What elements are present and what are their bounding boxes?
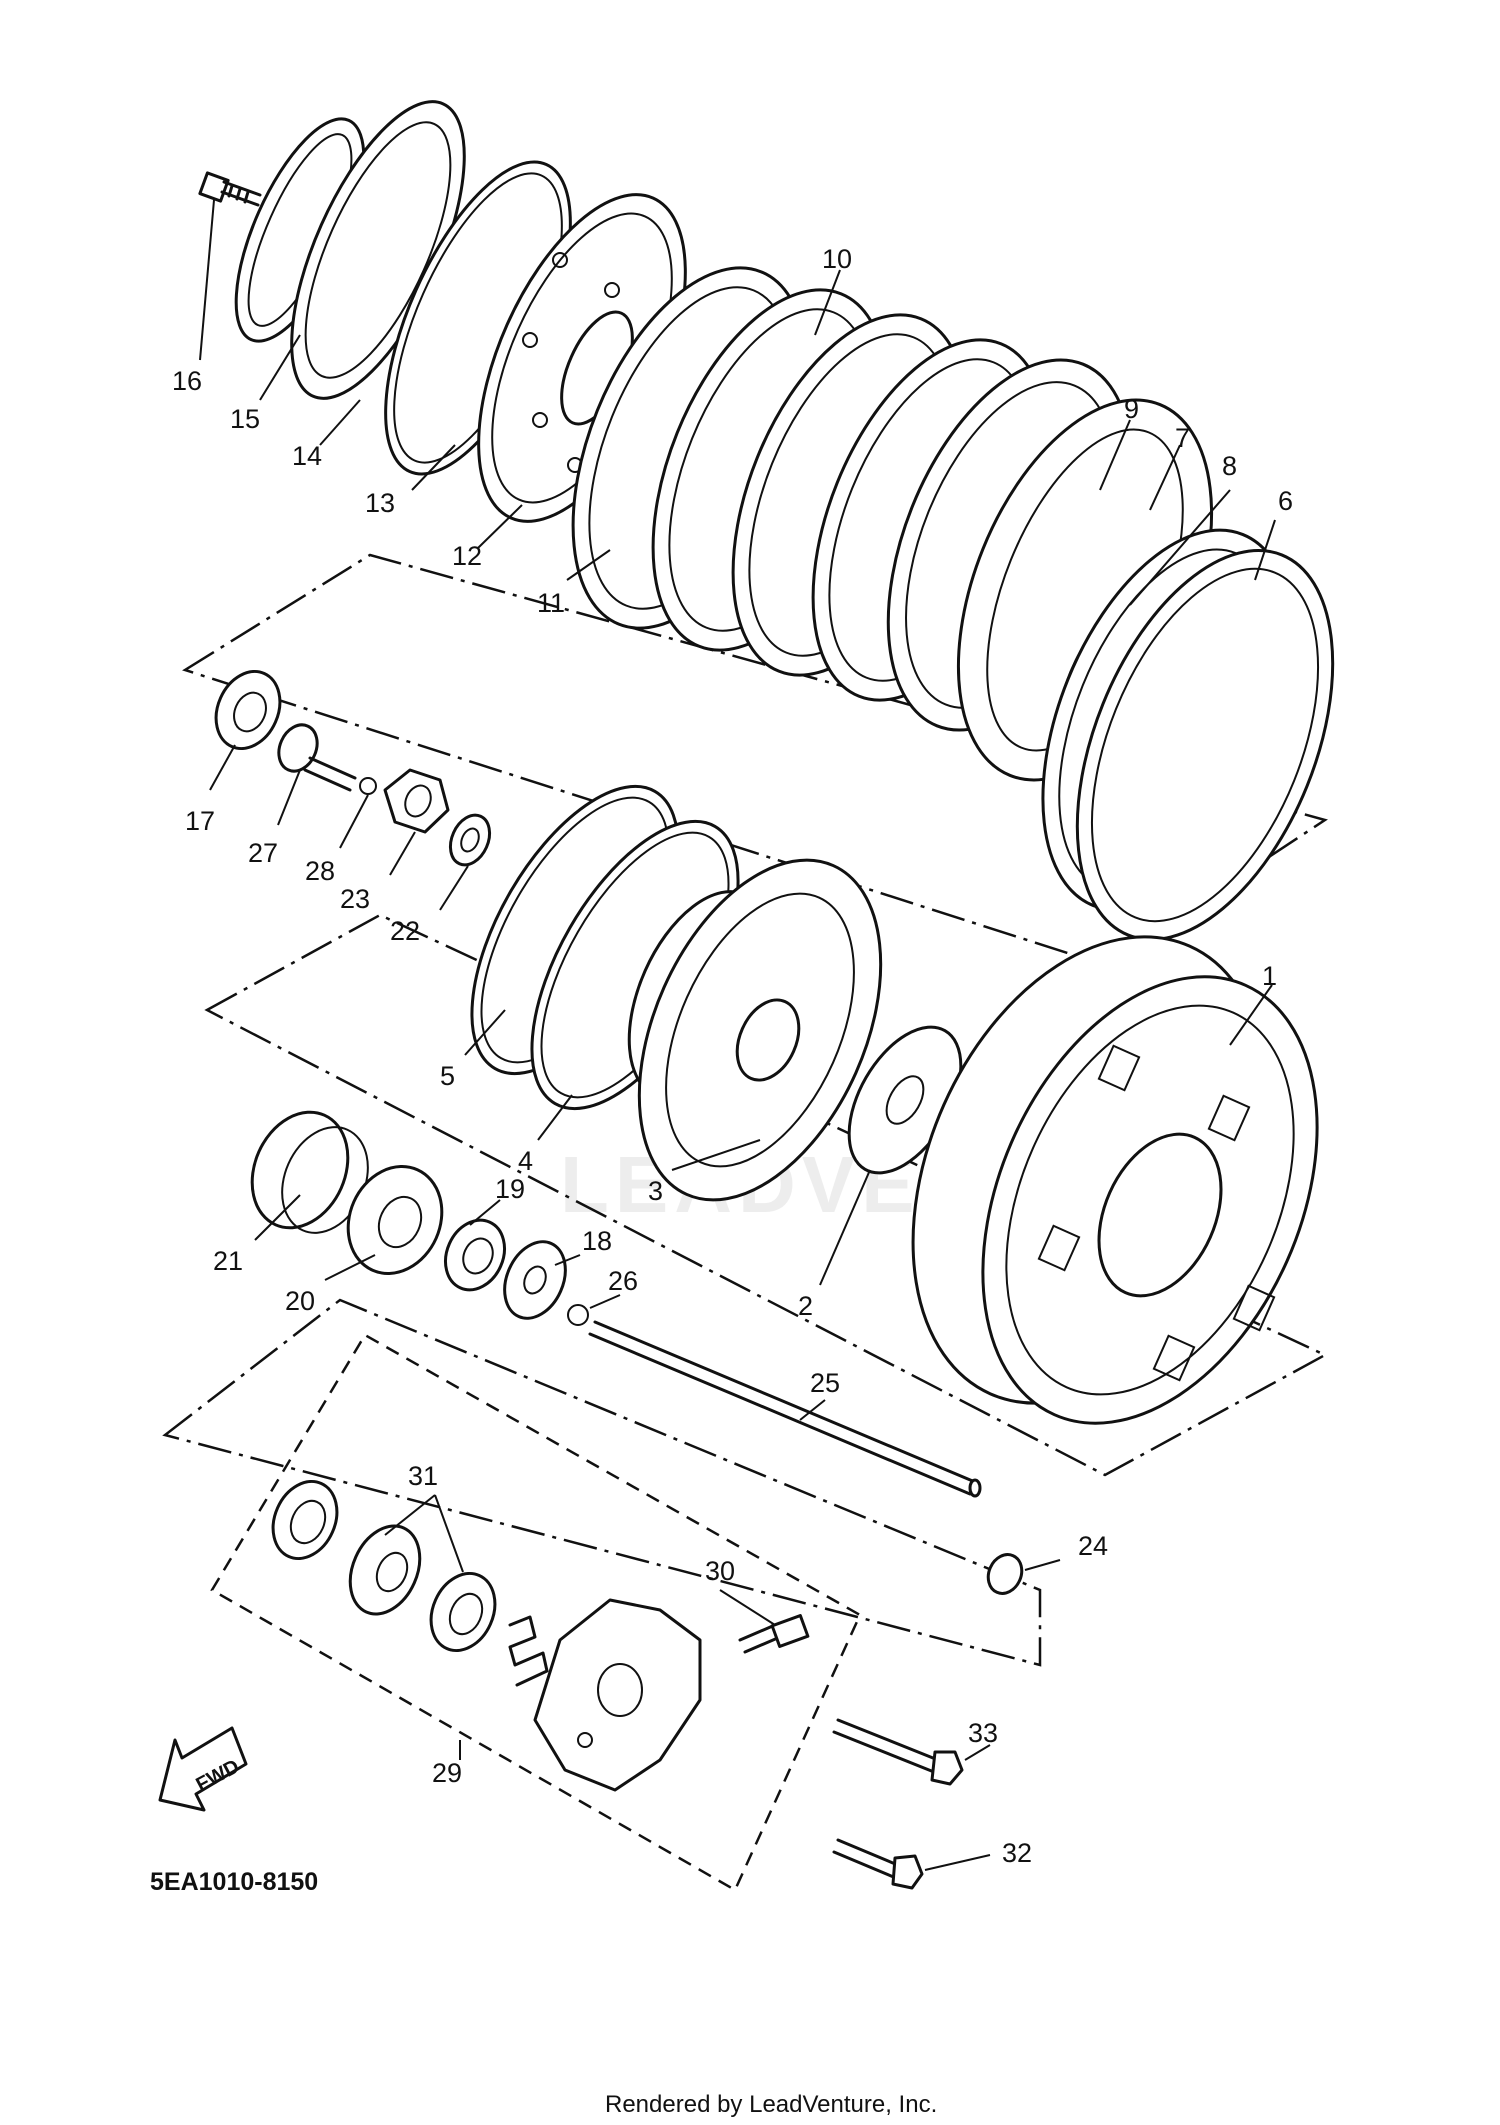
callout-11: 11 [537,588,565,618]
part-24-bushing [986,1553,1024,1595]
part-19-collar [444,1218,506,1292]
part-17-bearing [214,669,282,751]
middle-group-frame [204,913,1328,1477]
part-31-seal-kit [271,1479,497,1653]
callout-26: 26 [608,1266,638,1296]
callout-2: 2 [798,1291,813,1321]
callout-21: 21 [213,1246,243,1276]
callout-12: 12 [452,541,482,571]
callout-24: 24 [1078,1531,1108,1561]
part-14-plate-inner [304,121,452,379]
callout-16: 16 [172,366,202,396]
callout-1: 1 [1262,961,1277,991]
callout-17: 17 [185,806,215,836]
diagram-code: 5EA1010-8150 [150,1868,318,1896]
callout-6: 6 [1278,486,1293,516]
callout-5: 5 [440,1061,455,1091]
callout-30: 30 [705,1556,735,1586]
callout-8: 8 [1222,451,1237,481]
callout-7: 7 [1175,423,1190,453]
part-1-clutch-housing [911,935,1319,1425]
callout-27: 27 [248,838,278,868]
part-29-release-cylinder [533,1598,702,1792]
footer-credit: Rendered by LeadVenture, Inc. [605,2091,937,2118]
part-18-washer [503,1240,567,1320]
part-28-o-ring [359,777,377,795]
callout-15: 15 [230,404,260,434]
callout-18: 18 [582,1226,612,1256]
lower-group-frame [162,1298,1042,1667]
callout-23: 23 [340,884,370,914]
fwd-arrow-icon: FWD [158,1726,248,1812]
callout-20: 20 [285,1286,315,1316]
part-33-bolt [832,1718,964,1786]
callout-29: 29 [432,1758,462,1788]
release-cylinder-frame [210,1333,862,1892]
callout-4: 4 [518,1146,533,1176]
callout-33: 33 [968,1718,998,1748]
part-27-push-rod [277,723,357,792]
part-25-push-rod [588,1320,982,1498]
callout-28: 28 [305,856,335,886]
part-22-lock-washer [448,813,492,867]
callout-9: 9 [1124,394,1139,424]
callout-25: 25 [810,1368,840,1398]
part-16-bolt [198,171,262,207]
part-6-plate-inner [1090,567,1320,923]
part-26-ball [567,1304,589,1326]
callout-31: 31 [408,1461,438,1491]
part-30-bleed-screw [738,1614,810,1654]
callout-19: 19 [495,1174,525,1204]
part-20-spacer [346,1165,444,1275]
spring [508,1615,549,1687]
callout-10: 10 [822,244,852,274]
callout-13: 13 [365,488,395,518]
callout-22: 22 [390,916,420,946]
part-6-plate [1075,549,1335,941]
part-3-clutch-boss [627,858,883,1202]
callout-3: 3 [648,1176,663,1206]
leader-lines [199,199,1276,1871]
part-23-nut [383,768,450,834]
part-32-bolt [832,1838,924,1890]
callout-14: 14 [292,441,322,471]
callout-32: 32 [1002,1838,1032,1868]
callouts: 1 2 3 4 5 6 7 8 9 10 11 12 13 14 15 16 1… [172,244,1293,1868]
